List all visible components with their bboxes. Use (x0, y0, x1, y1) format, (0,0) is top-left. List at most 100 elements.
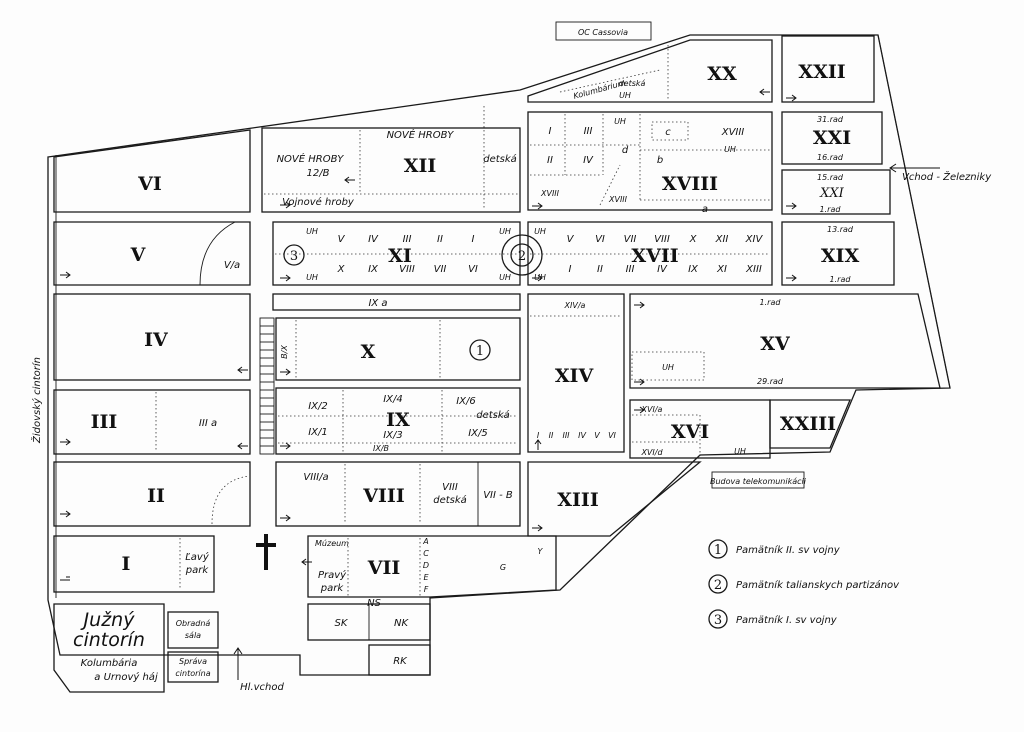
svg-text:V: V (567, 234, 575, 245)
svg-text:UH: UH (499, 273, 511, 282)
svg-text:31.rad: 31.rad (817, 115, 844, 124)
section-XXIII[interactable] (769, 399, 851, 449)
legend-marker-2 (708, 574, 728, 594)
svg-text:VI: VI (595, 234, 605, 245)
svg-text:Obradná: Obradná (176, 619, 211, 628)
monument-1[interactable] (469, 339, 491, 361)
svg-text:XVIII: XVIII (721, 127, 745, 138)
svg-text:VI: VI (468, 264, 478, 275)
svg-text:2: 2 (518, 249, 526, 264)
title-sub-1: Kolumbária (81, 657, 138, 669)
svg-text:I: I (537, 431, 540, 440)
svg-text:I: I (549, 126, 552, 137)
section-XXI-b[interactable] (781, 169, 891, 215)
svg-text:detská: detská (433, 494, 467, 506)
svg-text:VII - B: VII - B (483, 490, 513, 501)
section-XVIII[interactable] (527, 111, 773, 211)
monument-3[interactable] (283, 244, 305, 266)
section-XII[interactable] (261, 127, 521, 213)
svg-text:IX/5: IX/5 (468, 428, 488, 439)
label-IX: IX (386, 409, 410, 431)
section-III[interactable] (53, 389, 251, 455)
nove-hroby: NOVÉ HROBY (387, 128, 455, 141)
label-XXI: XXI (813, 127, 851, 149)
svg-text:UH: UH (534, 227, 546, 236)
telecom-label: Budova telekomunikácii (710, 477, 807, 486)
xvii-row2: I II III IV IX XI XIII (569, 264, 762, 275)
svg-text:detská: detská (476, 409, 510, 421)
cross-icon (256, 534, 276, 570)
section-XIV[interactable] (527, 293, 625, 453)
section-IV[interactable] (53, 293, 251, 381)
svg-text:XIV/a: XIV/a (564, 301, 586, 310)
section-RK[interactable] (368, 644, 431, 676)
svg-text:IX/4: IX/4 (383, 394, 403, 405)
svg-text:A: A (422, 537, 428, 546)
svg-text:Ľavý: Ľavý (185, 551, 210, 563)
xi-row1: V IV III II I (338, 234, 475, 245)
legend: 1 Pamätník II. sv vojny 2 Pamätník talia… (708, 539, 900, 629)
section-I[interactable] (53, 535, 215, 593)
svg-text:E: E (423, 573, 429, 582)
svg-text:III: III (626, 264, 635, 275)
section-XVII[interactable] (527, 221, 773, 286)
sprava-cintorina[interactable] (167, 651, 219, 683)
svg-text:1: 1 (476, 344, 484, 359)
east-entrance: Vchod - Železniky (902, 170, 992, 183)
label-XX: XX (707, 63, 737, 85)
svg-text:XVI/d: XVI/d (640, 448, 663, 457)
label-IIIa: III a (199, 418, 217, 429)
svg-text:1.rad: 1.rad (820, 205, 842, 214)
section-VI[interactable] (53, 129, 251, 213)
svg-text:IX: IX (368, 264, 379, 275)
map-title-1: Južný (80, 609, 136, 631)
section-VIII[interactable] (275, 461, 521, 527)
legend-text-1: Pamätník II. sv vojny (736, 544, 841, 556)
section-XXI[interactable] (781, 111, 883, 165)
section-XI[interactable] (272, 221, 521, 286)
svg-text:IX/B: IX/B (373, 444, 389, 453)
svg-text:UH: UH (734, 447, 746, 456)
svg-text:V: V (594, 431, 600, 440)
section-XXII[interactable] (781, 35, 875, 103)
xii-detska: detská (483, 153, 517, 165)
svg-text:2: 2 (714, 578, 722, 593)
svg-text:VIII: VIII (399, 264, 415, 275)
section-XV[interactable] (629, 293, 941, 389)
monument-2[interactable] (510, 243, 534, 267)
svg-text:XVI/a: XVI/a (641, 405, 663, 414)
svg-text:XVIII: XVIII (608, 195, 628, 204)
svg-text:c: c (665, 127, 671, 138)
label-XI: XI (388, 245, 412, 267)
obradna-sala[interactable] (167, 611, 219, 649)
label-IV: IV (144, 329, 169, 351)
svg-text:cintorína: cintorína (175, 669, 210, 678)
label-XIII: XIII (557, 489, 599, 511)
section-XIX[interactable] (781, 221, 895, 286)
label-V: V (130, 244, 147, 266)
section-VII[interactable] (307, 535, 557, 598)
svg-text:1.rad: 1.rad (830, 275, 852, 284)
section-II[interactable] (53, 461, 251, 527)
svg-text:park: park (185, 565, 210, 576)
monument-2-outer[interactable] (501, 234, 543, 276)
telecom-box (711, 471, 805, 489)
section-XX[interactable] (527, 39, 773, 103)
svg-text:X: X (689, 234, 698, 245)
svg-text:XIV: XIV (745, 234, 764, 245)
section-X[interactable] (275, 317, 521, 381)
legend-marker-1 (708, 539, 728, 559)
svg-text:VIII/a: VIII/a (303, 472, 328, 483)
svg-text:Múzeum: Múzeum (315, 539, 349, 548)
svg-text:1.rad: 1.rad (760, 298, 782, 307)
svg-text:RK: RK (393, 656, 408, 667)
svg-text:SK: SK (335, 618, 349, 629)
section-XIII[interactable] (527, 461, 702, 537)
xi-row2: X IX VIII VII VI (337, 264, 478, 275)
svg-text:XXI: XXI (819, 186, 845, 201)
section-IXa[interactable] (272, 293, 521, 311)
section-IX[interactable] (275, 387, 521, 455)
section-V[interactable] (53, 221, 251, 286)
vojnove-hroby: Vojnové hroby (282, 196, 355, 208)
